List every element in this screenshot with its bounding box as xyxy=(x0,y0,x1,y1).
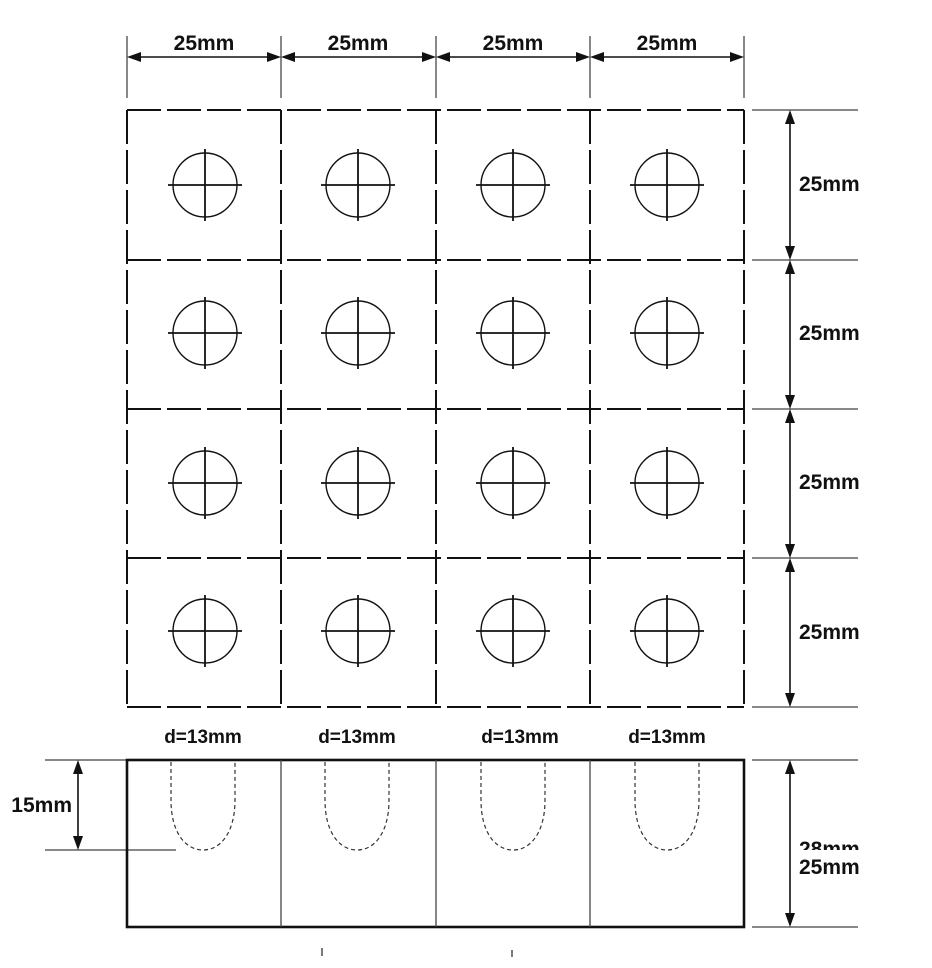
well-diameter-label: d=13mm xyxy=(628,727,706,748)
well-diameter-label: d=13mm xyxy=(318,727,396,748)
well xyxy=(630,447,704,519)
height-label-overlap: 28mm xyxy=(799,838,860,861)
side-dimension-label: 25mm xyxy=(799,173,860,196)
well xyxy=(321,447,395,519)
arrow-down xyxy=(785,395,795,409)
top-dimension-label: 25mm xyxy=(483,32,544,55)
well xyxy=(630,297,704,369)
well xyxy=(630,595,704,667)
well xyxy=(168,297,242,369)
arrow-down xyxy=(785,693,795,707)
well xyxy=(168,595,242,667)
well-grid-top-view xyxy=(126,109,745,708)
arrow-up xyxy=(785,558,795,572)
height-label: 25mm xyxy=(799,856,860,879)
well-diameter-label: d=13mm xyxy=(164,727,242,748)
arrow-right xyxy=(267,52,281,62)
hidden-well-profile xyxy=(324,762,390,851)
top-dimension-label: 25mm xyxy=(637,32,698,55)
hidden-well-profile xyxy=(480,762,546,851)
well-diameter-label: d=13mm xyxy=(481,727,559,748)
side-dimension-column: 25mm 25mm 25mm 25mm xyxy=(752,109,860,708)
arrow-up xyxy=(785,260,795,274)
well-diameter-labels: d=13mm d=13mm d=13mm d=13mm xyxy=(164,727,706,748)
well xyxy=(321,595,395,667)
side-dimension-label: 25mm xyxy=(799,471,860,494)
well xyxy=(321,149,395,221)
hidden-well-profile xyxy=(170,762,236,851)
arrow-right xyxy=(730,52,744,62)
well xyxy=(476,447,550,519)
arrow-left xyxy=(127,52,141,62)
side-dimension-label: 25mm xyxy=(799,322,860,345)
well xyxy=(476,149,550,221)
well xyxy=(321,297,395,369)
arrow-up xyxy=(785,760,795,774)
side-dimension-label: 25mm xyxy=(799,621,860,644)
arrow-right xyxy=(576,52,590,62)
arrow-up xyxy=(785,409,795,423)
arrow-down xyxy=(785,544,795,558)
top-dimension-label: 25mm xyxy=(174,32,235,55)
arrow-right xyxy=(422,52,436,62)
well xyxy=(630,149,704,221)
arrow-left xyxy=(590,52,604,62)
section-view: 15mm 28mm 25mm xyxy=(11,758,860,929)
top-dimension-label: 25mm xyxy=(328,32,389,55)
arrow-left xyxy=(281,52,295,62)
arrow-up xyxy=(73,760,83,774)
well xyxy=(168,149,242,221)
well xyxy=(476,297,550,369)
well xyxy=(168,447,242,519)
arrow-down xyxy=(785,913,795,927)
arrow-left xyxy=(436,52,450,62)
hidden-well-profile xyxy=(634,762,700,851)
arrow-down xyxy=(785,246,795,260)
depth-label: 15mm xyxy=(11,794,72,817)
well xyxy=(476,595,550,667)
top-dimension-row: 25mm 25mm 25mm 25mm xyxy=(126,32,745,98)
arrow-down xyxy=(73,836,83,850)
arrow-up xyxy=(785,110,795,124)
